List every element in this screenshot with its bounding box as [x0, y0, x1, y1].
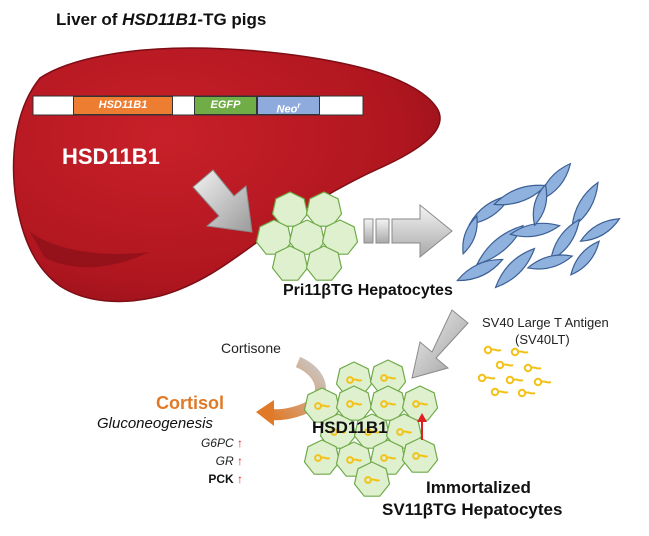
sv40lt-glyphs: [477, 345, 552, 398]
construct-segment-neo: Neor: [257, 96, 320, 116]
sv40lt-glyph: [314, 402, 331, 410]
sv40lt-glyph: [380, 374, 397, 382]
title-suffix: -TG pigs: [197, 10, 267, 29]
spindle-cell: [532, 183, 548, 227]
sv40lt-glyph: [477, 373, 496, 383]
spindle-cell: [579, 218, 621, 242]
spindle-cell: [571, 181, 599, 229]
immortalized-label-line2: SV11βTG Hepatocytes: [382, 500, 563, 519]
cortisone-label: Cortisone: [221, 340, 281, 356]
spindle-cell: [494, 247, 536, 289]
spindle-cell: [462, 214, 478, 256]
gene-gr-arrow: ↑: [237, 454, 243, 468]
gene-g6pc-arrow: ↑: [237, 436, 243, 450]
spindle-cell: [569, 240, 601, 276]
sv40lt-glyph: [412, 400, 429, 408]
title-prefix: Liver of: [56, 10, 123, 29]
sv40lt-glyph: [495, 360, 514, 370]
upregulation-arrow: [417, 413, 427, 440]
sv40-label-line1: SV40 Large T Antigen: [482, 315, 609, 330]
sv40lt-glyph: [380, 454, 397, 462]
hepatocyte-cell: [271, 245, 309, 281]
sv40lt-glyph: [483, 345, 502, 355]
liver-illustration: [12, 47, 441, 303]
cortisol-label: Cortisol: [156, 393, 225, 413]
sv40lt-glyph: [330, 428, 347, 436]
sv40lt-glyph: [517, 388, 536, 398]
construct-segment-hsd11b1: HSD11B1: [73, 96, 173, 115]
hepatocyte-cell: [271, 191, 309, 227]
spindle-cell: [475, 224, 525, 266]
sv40lt-glyph: [346, 376, 363, 384]
neo-label: Neo: [276, 103, 298, 116]
sv40lt-glyph: [523, 363, 542, 373]
gene-pck-arrow: ↑: [237, 472, 243, 486]
hepatocyte-cell: [305, 245, 343, 281]
gene-pck-name: PCK: [208, 472, 234, 486]
gene-gr-name: GR: [215, 454, 234, 468]
hepatocyte-cell: [305, 191, 343, 227]
sv40lt-glyph: [346, 456, 363, 464]
construct-segment-egfp: EGFP: [194, 96, 257, 115]
gene-g6pc-name: G6PC: [200, 436, 234, 450]
spindle-cell: [526, 254, 574, 270]
primary-hepatocytes-label: Pri11βTG Hepatocytes: [283, 282, 453, 299]
primary-to-culture-arrow: [363, 203, 453, 259]
hepatocyte-cell: [255, 219, 293, 255]
sv40lt-glyph: [364, 428, 381, 436]
title-gene: HSD11B1: [122, 10, 198, 29]
spindle-cell: [509, 222, 561, 238]
immortalized-label-line1: Immortalized: [426, 478, 531, 497]
immortalized-gene-label: HSD11B1: [312, 418, 388, 437]
immortalization-arrow: [411, 309, 469, 379]
hepatocyte-cell: [288, 219, 326, 255]
sv40lt-glyph: [314, 454, 331, 462]
figure-title: Liver of HSD11B1-TG pigs: [56, 10, 266, 30]
gluconeogenesis-label: Gluconeogenesis: [97, 415, 213, 432]
sv40lt-glyph: [533, 377, 552, 387]
neo-superscript: r: [297, 101, 301, 110]
gene-g6pc: G6PC ↑: [201, 436, 243, 450]
sv40lt-glyph: [346, 400, 363, 408]
liver-to-primary-arrow: [192, 169, 253, 233]
sv40-label-line2: (SV40LT): [515, 332, 570, 347]
spindle-cell: [456, 258, 504, 282]
sv40lt-glyph: [490, 387, 509, 397]
gene-pck: PCK ↑: [208, 472, 243, 486]
hepatocyte-cell: [321, 219, 359, 255]
sv40lt-glyph: [364, 476, 381, 484]
primary-hepatocyte-cluster: [255, 191, 359, 281]
gene-gr: GR ↑: [216, 454, 243, 468]
sv40lt-glyph: [412, 452, 429, 460]
sv40lt-glyph: [396, 428, 413, 436]
liver-gene-label: HSD11B1: [62, 144, 160, 169]
cultured-hepatocytes: [456, 162, 621, 289]
sv40lt-glyph: [380, 400, 397, 408]
sv40lt-glyph: [510, 347, 529, 357]
spindle-cell: [549, 218, 581, 262]
immortalized-hepatocyte-cluster: [303, 359, 439, 497]
sv40lt-glyph: [505, 375, 524, 385]
